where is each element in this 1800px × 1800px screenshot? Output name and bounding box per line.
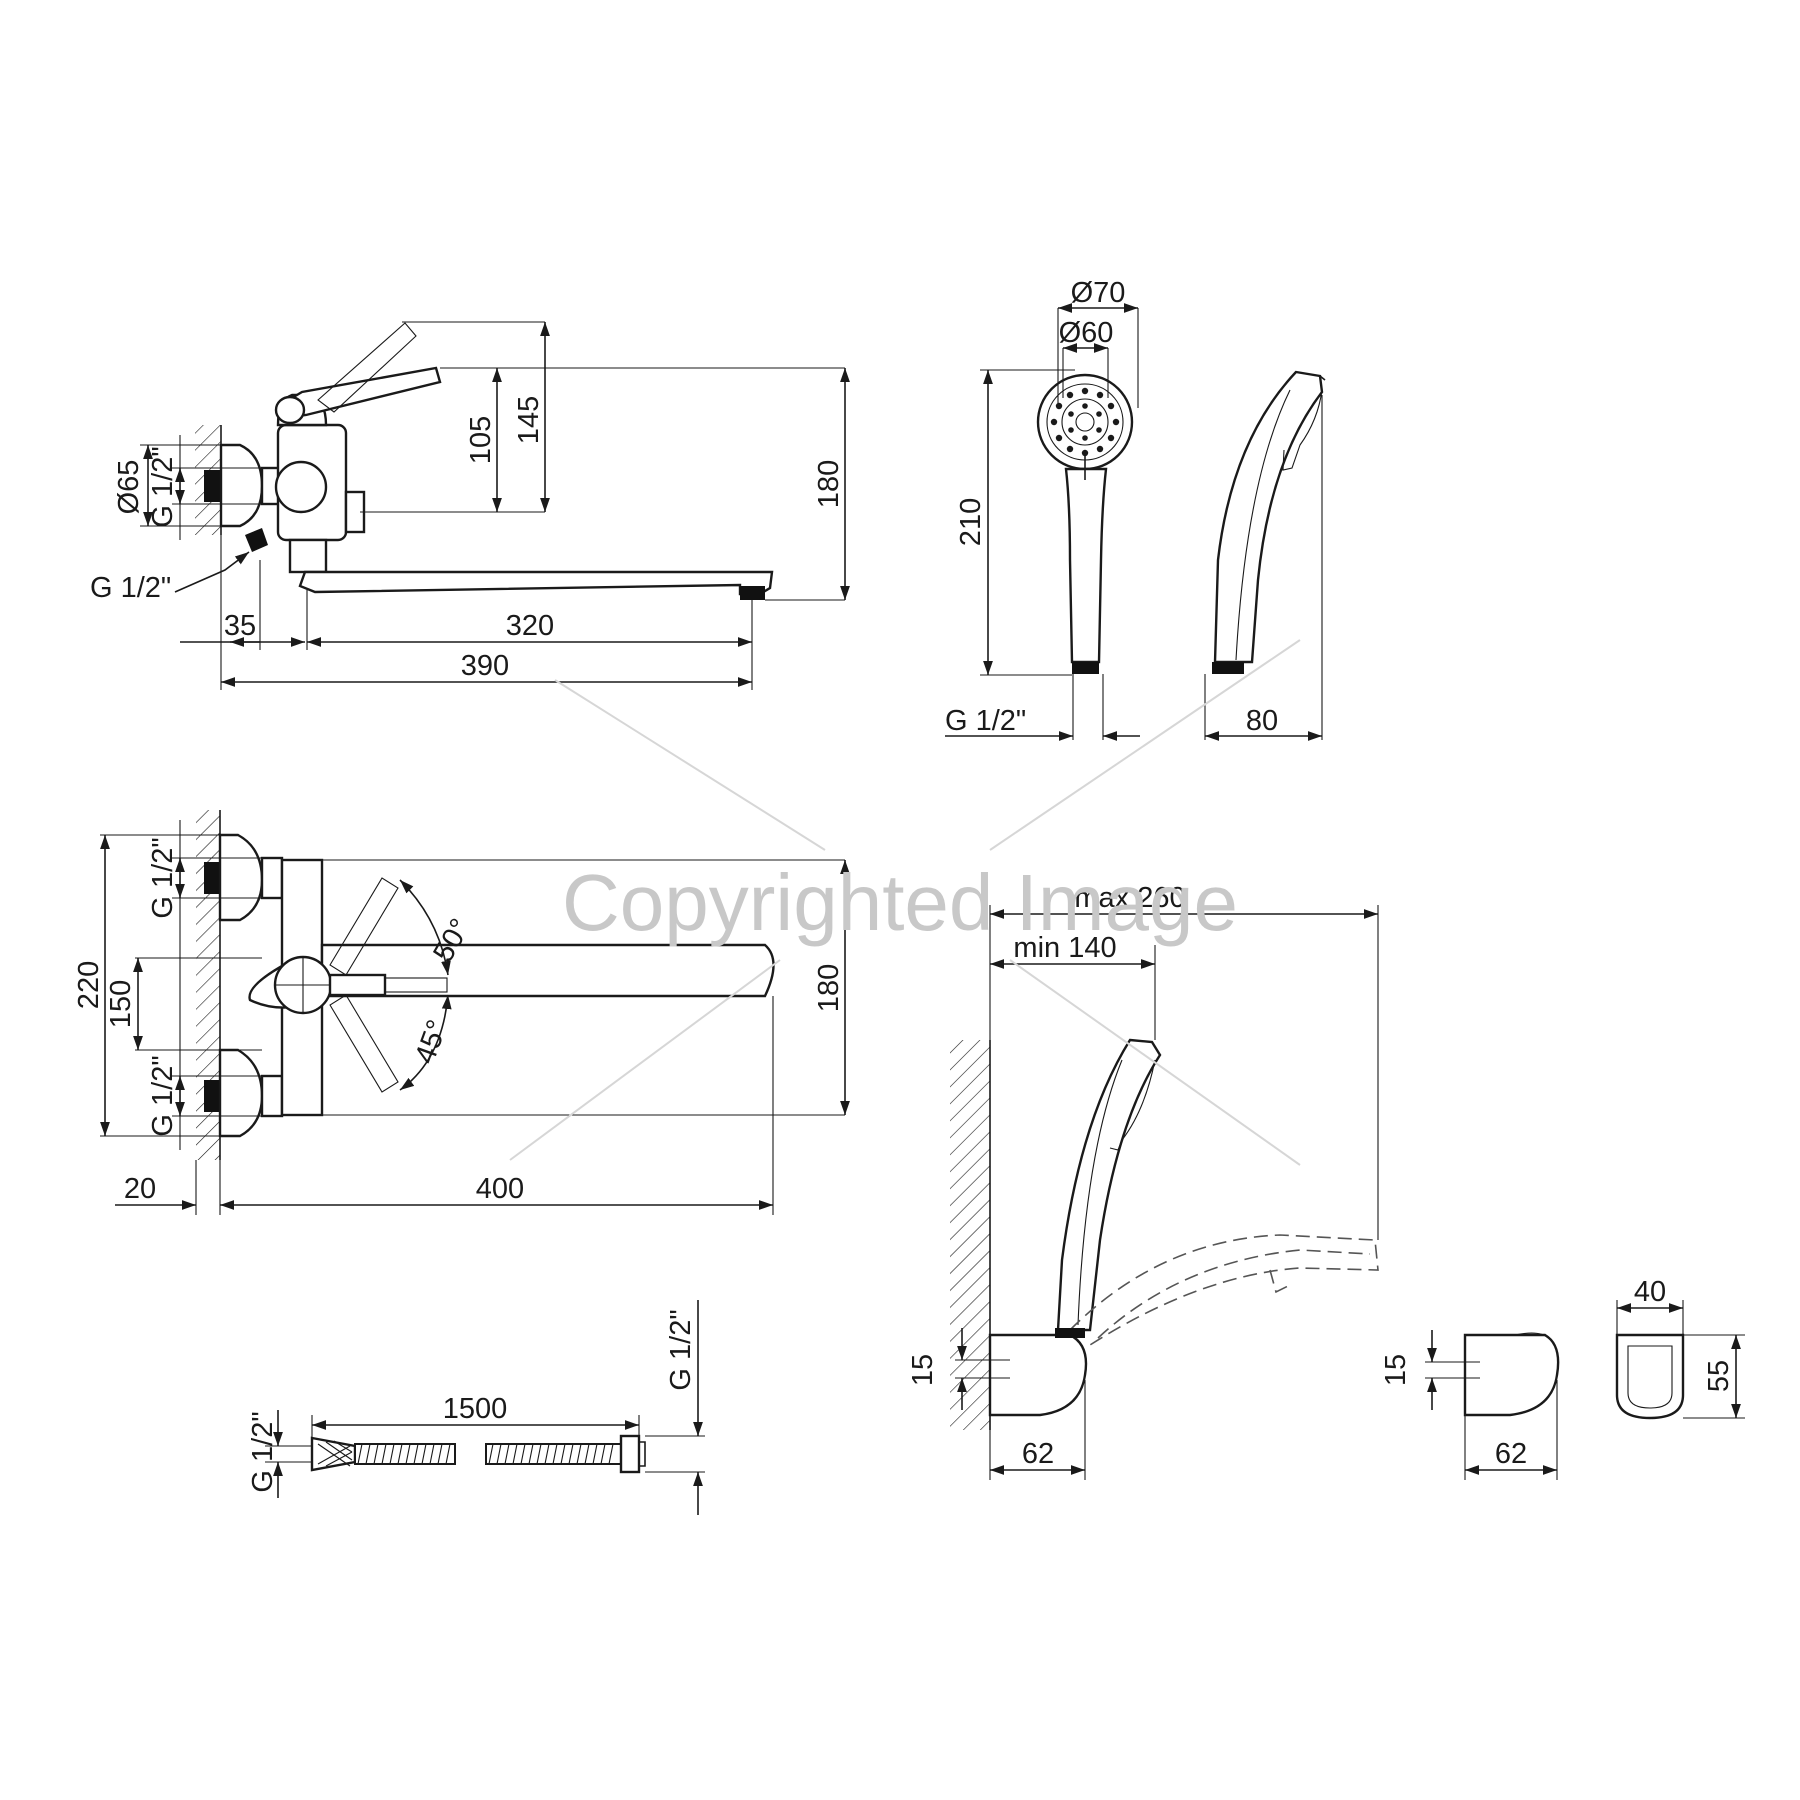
dim-d70: Ø70 xyxy=(1071,277,1126,309)
dim-40: 40 xyxy=(1634,1276,1666,1308)
dim-62-bracket: 62 xyxy=(1495,1438,1527,1470)
dim-g-half-side: G 1/2" xyxy=(147,446,179,527)
dim-400: 400 xyxy=(476,1173,524,1205)
dim-max-260: max 260 xyxy=(1074,882,1185,914)
dim-1500: 1500 xyxy=(443,1393,508,1425)
dim-g-half-head: G 1/2" xyxy=(945,705,1026,737)
dim-15-holder: 15 xyxy=(907,1354,939,1386)
faucet-top-view: G 1/2" G 1/2" 220 150 180 50° 45° 20 400 xyxy=(73,810,850,1215)
watermark-text: Copyrighted Image xyxy=(562,858,1238,947)
hose-coils xyxy=(357,1443,614,1465)
angle-45: 45° xyxy=(409,1016,454,1068)
dim-g-half-bottom: G 1/2" xyxy=(147,1055,179,1136)
dim-g-half-top: G 1/2" xyxy=(147,837,179,918)
dim-105: 105 xyxy=(465,416,497,464)
dim-220: 220 xyxy=(73,961,105,1009)
dim-210: 210 xyxy=(955,498,987,546)
shower-head-views: Ø70 Ø60 210 G 1/2" 80 xyxy=(945,277,1326,741)
dim-320: 320 xyxy=(506,610,554,642)
dim-62-holder: 62 xyxy=(1022,1438,1054,1470)
dim-390: 390 xyxy=(461,650,509,682)
watermark: Copyrighted Image xyxy=(509,639,1301,1166)
dim-min-140: min 140 xyxy=(1013,932,1116,964)
dim-180-top: 180 xyxy=(813,964,845,1012)
dim-145: 145 xyxy=(513,396,545,444)
bracket-views: 15 62 40 55 xyxy=(1380,1276,1745,1480)
dim-35: 35 xyxy=(224,610,256,642)
dim-20: 20 xyxy=(124,1173,156,1205)
dim-d60: Ø60 xyxy=(1059,317,1114,349)
dim-150: 150 xyxy=(105,980,137,1028)
dim-g-half-outlet: G 1/2" xyxy=(90,572,171,604)
wall-holder-view: max 260 min 140 15 62 xyxy=(907,882,1379,1480)
dim-g-half-hose-right: G 1/2" xyxy=(665,1309,697,1390)
dim-d65: Ø65 xyxy=(113,460,145,515)
spray-holes xyxy=(1050,387,1120,457)
shower-hose: 1500 G 1/2" G 1/2" xyxy=(247,1300,705,1515)
dim-80: 80 xyxy=(1246,705,1278,737)
dim-15-bracket: 15 xyxy=(1380,1354,1412,1386)
faucet-side-view: 105 145 180 Ø65 G 1/2" G 1/2" 35 320 390 xyxy=(90,321,850,690)
dim-g-half-hose-left: G 1/2" xyxy=(247,1411,279,1492)
dim-180-side: 180 xyxy=(813,460,845,508)
dim-55: 55 xyxy=(1703,1360,1735,1392)
